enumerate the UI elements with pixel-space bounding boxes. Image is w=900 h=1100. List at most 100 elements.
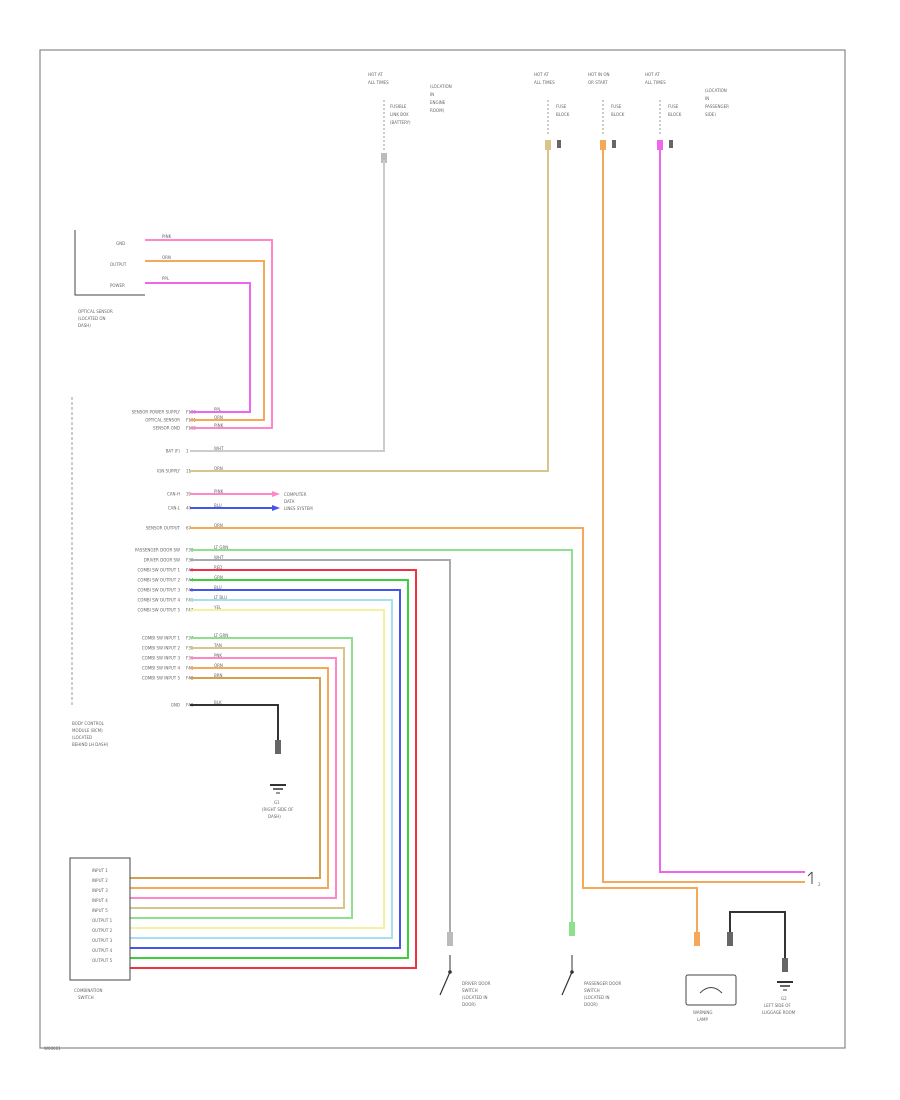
feed-4-desc-2: IN (705, 96, 709, 101)
bcm-row-pin: F38 (186, 548, 194, 553)
continuation-marker: 2 (807, 871, 821, 887)
wire-brown (130, 677, 321, 879)
wire-yellow (130, 609, 385, 929)
feed-4-note-1: FUSE (668, 104, 679, 109)
wire-orange (130, 667, 329, 889)
combi-pin-label: INPUT 4 (92, 898, 108, 903)
bcm-row-wire: ORN (214, 663, 223, 668)
optical-wire-ppl: PPL (162, 276, 170, 281)
wire-pink (130, 657, 337, 899)
optical-label-3: DASH) (78, 323, 91, 328)
optical-label-1: OPTICAL SENSOR (78, 309, 113, 314)
bcm-row-wire: TAN (213, 643, 222, 648)
bcm-row-label: COMBI SW OUTPUT 2 (138, 578, 181, 583)
feed-4: HOT AT ALL TIMES FUSE BLOCK (LOCATION IN… (645, 72, 729, 150)
bcm-row-label: IGN SUPPLY (157, 469, 181, 474)
feed-1-desc-1: (LOCATION (430, 84, 452, 89)
optical-label-2: (LOCATED ON (78, 316, 105, 321)
feed-1: HOT AT ALL TIMES FUSIBLE LINK BOX (BATTE… (368, 72, 452, 163)
warning-lamp: WARNING LAMP (685, 932, 737, 1022)
bcm-row-pin: F35 (186, 646, 194, 651)
wire-orange (602, 150, 805, 883)
wire-ltblue (130, 599, 393, 939)
wire-ltgreen (130, 637, 353, 919)
wire-green (130, 579, 409, 959)
diagram-id: W00001 (44, 1046, 61, 1051)
optical-pin-gnd: GND (116, 241, 125, 246)
feed-1-desc-3: ENGINE (430, 100, 446, 105)
bcm-label-4: BEHIND LH DASH) (72, 742, 109, 747)
bcm-row-label: COMBI SW INPUT 2 (142, 646, 181, 651)
driver-door-switch: DRIVER DOOR SWITCH (LOCATED IN DOOR) (439, 932, 491, 1007)
passenger-door-label-1: PASSENGER DOOR (584, 981, 622, 986)
ground-g2: G2 LEFT SIDE OF LUGGAGE ROOM (762, 958, 796, 1015)
wire-black_wire (729, 911, 786, 958)
bcm-row-pin: F37 (186, 636, 194, 641)
feed-2-note-2: BLOCK (556, 112, 570, 117)
feed-2: HOT AT ALL TIMES FUSE BLOCK (534, 72, 570, 150)
wire-purple (145, 282, 251, 413)
wire-orange (145, 260, 265, 421)
bcm-row-wire: PINK (214, 489, 224, 494)
bcm-row-pin: 67 (186, 526, 192, 531)
bcm-row-label: SENSOR POWER SUPPLY (132, 410, 181, 415)
feed-3: HOT IN ON OR START FUSE BLOCK (588, 72, 625, 150)
bcm-row-label: COMBI SW OUTPUT 4 (138, 598, 181, 603)
feed-1-desc-4: ROOM) (430, 108, 445, 113)
bcm-row-pin: F42 (186, 676, 194, 681)
driver-door-label-1: DRIVER DOOR (462, 981, 491, 986)
bcm-row-wire: PINK (214, 423, 224, 428)
bcm-row-wire: BLU (214, 503, 222, 508)
wire-ltgreen (190, 549, 573, 922)
bcm-row-wire: RED (214, 565, 222, 570)
feed-3-note-1: FUSE (611, 104, 622, 109)
bcm-row-pin: F45 (186, 588, 194, 593)
feed-4-desc-3: PASSENGER (705, 104, 729, 109)
ground-g2-label-2: LEFT SIDE OF (764, 1003, 791, 1008)
bcm-row-label: SENSOR GND (153, 426, 180, 431)
bcm-row-label: COMBI SW INPUT 3 (142, 656, 181, 661)
ground-g1: G1 (RIGHT SIDE OF DASH) (262, 740, 294, 819)
bcm-row-label: COMBI SW INPUT 4 (142, 666, 181, 671)
bcm-row-wire: LT GRN (214, 545, 228, 550)
bcm-label-1: BODY CONTROL (72, 721, 105, 726)
bcm-row-label: COMBI SW OUTPUT 3 (138, 588, 181, 593)
continuation-label: 2 (818, 882, 821, 887)
bcm-row-pin: F36 (186, 656, 194, 661)
optical-pin-power: POWER (110, 283, 125, 288)
wire-purple (659, 150, 805, 873)
bcm-row-label: SENSOR OUTPUT (146, 526, 181, 531)
wire-gray_wire (190, 559, 451, 932)
bcm-row-pin: F40 (186, 568, 194, 573)
combi-pin-label: INPUT 2 (92, 878, 108, 883)
bcm-row-pin: 39 (186, 492, 192, 497)
top-feeds: HOT AT ALL TIMES FUSIBLE LINK BOX (BATTE… (368, 72, 729, 163)
bcm-row-pin: F44 (186, 578, 194, 583)
feed-3-line1: HOT IN ON (588, 72, 609, 77)
feed-1-note-3: (BATTERY) (390, 120, 411, 125)
bcm-row-wire: ORN (214, 523, 223, 528)
bcm-row-wire: LT BLU (214, 595, 227, 600)
bcm-label-2: MODULE (BCM) (72, 728, 103, 733)
feed-4-note-2: BLOCK (668, 112, 682, 117)
bcm-row-wire: WHT (214, 555, 224, 560)
optical-wire-pink: PINK (162, 234, 172, 239)
feed-4-line1: HOT AT (645, 72, 660, 77)
bcm-row-label: GND (171, 703, 180, 708)
bcm-row-wire: BLU (214, 585, 222, 590)
wire-harness (130, 150, 805, 969)
passenger-door-label-3: (LOCATED IN (584, 995, 610, 1000)
bcm-row-pin: 1 (186, 449, 189, 454)
bcm-row-label: BAT (F) (166, 449, 181, 454)
wire-red (130, 569, 417, 969)
feed-2-line2: ALL TIMES (534, 80, 555, 85)
driver-door-label-2: SWITCH (462, 988, 478, 993)
feed-1-line1: HOT AT (368, 72, 383, 77)
feed-3-note-2: BLOCK (611, 112, 625, 117)
wire-tan (130, 647, 345, 909)
bcm-row-wire: GRN (214, 575, 223, 580)
combi-pin-label: INPUT 5 (92, 908, 108, 913)
bcm-row-pin: F39 (186, 558, 194, 563)
